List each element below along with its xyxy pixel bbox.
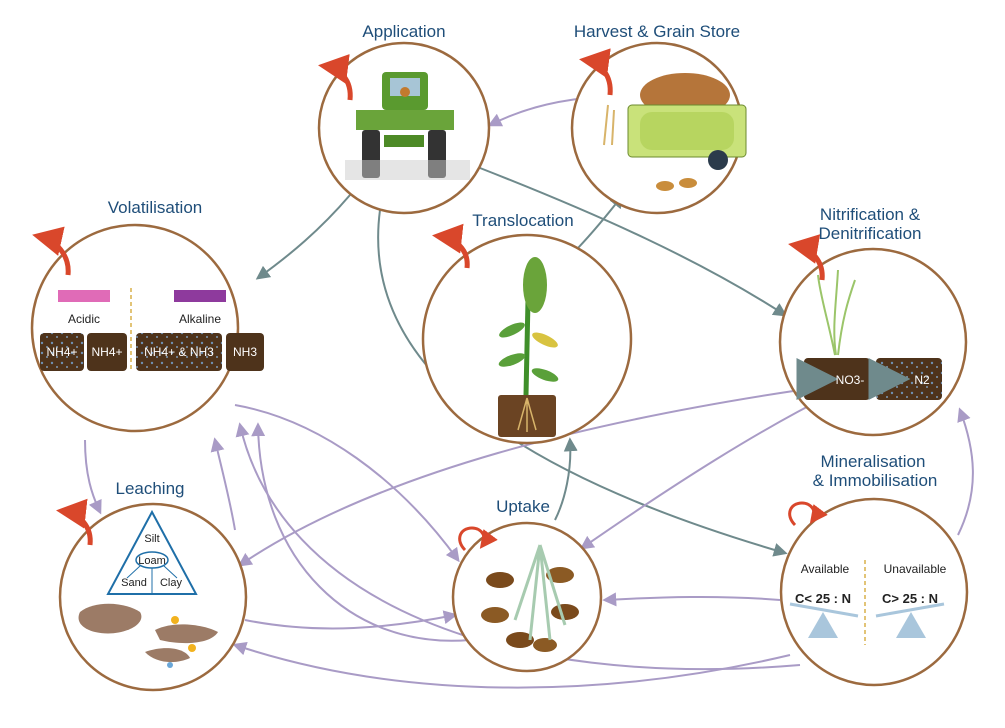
arrow-harvest-to-application [487,97,586,127]
loss-arrow-icon [432,223,470,269]
texture-loam: Loam [138,555,166,567]
loss-arrow-icon [32,226,71,276]
uptake-title: Uptake [496,497,550,516]
arrow-volatilisation-to-leaching [84,439,102,515]
node-volatilisation: Volatilisation Acidic Alkaline NH4+ NH4+… [30,198,264,433]
grass-plant-icon [817,269,856,356]
node-application: Application [317,22,491,215]
soil-roots-icon [481,544,579,652]
arrow-application-to-nitrification [479,167,788,317]
mineralisation-title-line2: & Immobilisation [813,471,938,490]
loss-arrow-icon [579,48,613,96]
flow-arrows [84,97,974,689]
ratio-right: C> 25 : N [882,591,938,606]
arrow-nitrification-to-uptake [579,394,831,550]
acidic-bar [58,290,110,302]
node-nitrification: Nitrification & Denitrification NO3- N2 [778,205,968,437]
texture-silt: Silt [144,533,159,545]
soil-label-no3: NO3- [836,373,865,387]
arrow-uptake-to-translocation [554,437,578,521]
arrow-leaching-to-uptake [244,610,458,630]
arrow-mineralisation-to-uptake [602,592,781,607]
texture-sand: Sand [121,577,147,589]
soil-label-1: NH4+ [46,345,77,359]
soil-clods-icon [78,603,218,668]
nitrification-title-line2: Denitrification [819,224,922,243]
node-translocation: Translocation [421,211,633,445]
cycle-arrow-icon [458,526,498,552]
mineralisation-title-line1: Mineralisation [821,452,926,471]
arrow-mineralisation-to-nitrification [957,407,974,536]
tractor-spreader-icon [345,72,470,180]
grain-trailer-icon [603,73,747,191]
ratio-left: C< 25 : N [795,591,851,606]
nitrification-title-line1: Nitrification & [820,205,921,224]
arrow-mineralisation-to-leaching [232,641,791,689]
node-harvest: Harvest & Grain Store [570,22,747,215]
node-uptake: Uptake [451,497,603,673]
soil-label-4: NH3 [233,345,257,359]
arrow-leaching-to-volatilisation [210,437,236,531]
translocation-title: Translocation [472,211,573,230]
available-label: Available [801,562,850,576]
loss-arrow-icon [56,498,93,546]
soil-texture-triangle: Silt Loam Sand Clay [106,509,198,595]
soil-sample-2 [87,333,127,371]
acidic-label: Acidic [68,312,100,326]
soil-sample-1 [40,333,84,371]
soil-label-3: NH4+ & NH3 [144,345,214,359]
alkaline-label: Alkaline [179,312,221,326]
arrow-volatilisation-to-uptake [234,404,460,563]
arrow-nitrification-to-leaching [237,389,801,567]
loss-arrow-icon [318,54,353,101]
leaching-title: Leaching [115,479,184,498]
alkaline-bar [174,290,226,302]
loss-arrow-icon [788,234,825,281]
cycle-arrow-icon [788,501,828,527]
application-title: Application [362,22,445,41]
arrow-uptake-to-volatilisation [251,422,471,642]
volatilisation-title: Volatilisation [108,198,203,217]
arrow-translocation-to-harvest [577,193,624,249]
soil-sample-3 [136,333,222,371]
soil-label-n2: N2 [914,373,930,387]
unavailable-label: Unavailable [884,562,947,576]
soil-sample-4 [226,333,264,371]
node-mineralisation: Mineralisation & Immobilisation Availabl… [779,452,969,687]
soil-label-2: NH4+ [91,345,122,359]
arrow-application-to-volatilisation [255,194,351,280]
wheat-plant-icon [498,257,559,437]
texture-clay: Clay [160,577,183,589]
harvest-title: Harvest & Grain Store [574,22,740,41]
balance-scale-icon [789,602,945,638]
node-leaching: Leaching Silt Loam Sand Clay [56,479,248,692]
